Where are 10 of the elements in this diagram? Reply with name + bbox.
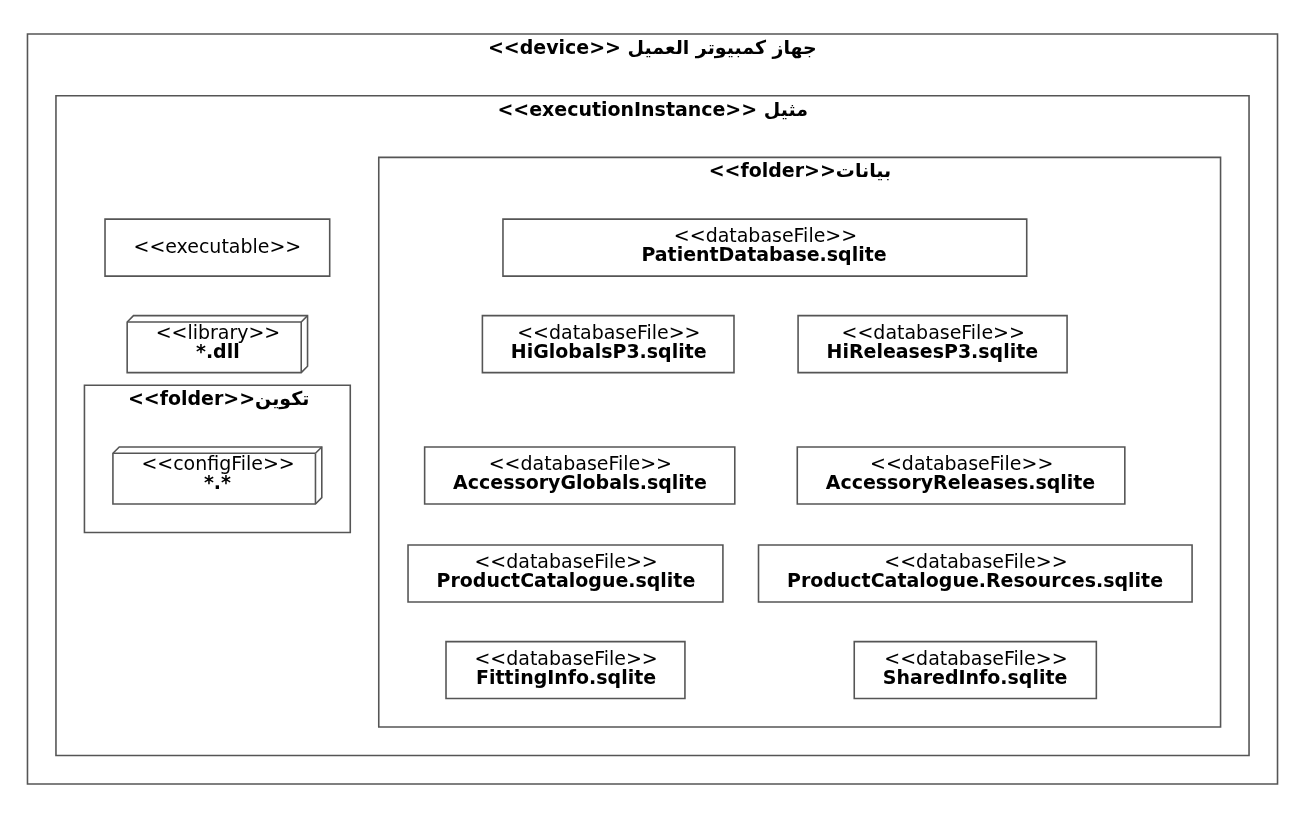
node-box: <<databaseFile>> AccessoryReleases.sqlite [796,446,1126,505]
node-box: <<databaseFile>> SharedInfo.sqlite [853,640,1098,700]
node-box: <<databaseFile>> ProductCatalogue.Resources.sqlite [757,544,1193,603]
node-box: <<executable>> [104,218,331,277]
node-box: <<databaseFile>> PatientDatabase.sqlite [502,218,1028,277]
node-box: <<databaseFile>> FittingInfo.sqlite [445,640,686,700]
node-box: <<databaseFile>> ProductCatalogue.sqlite [407,544,724,603]
node-box: <<databaseFile>> AccessoryGlobals.sqlite [423,446,736,505]
node-box: <<databaseFile>> HiGlobalsP3.sqlite [481,314,735,374]
node-box: <<databaseFile>> HiReleasesP3.sqlite [797,314,1068,374]
